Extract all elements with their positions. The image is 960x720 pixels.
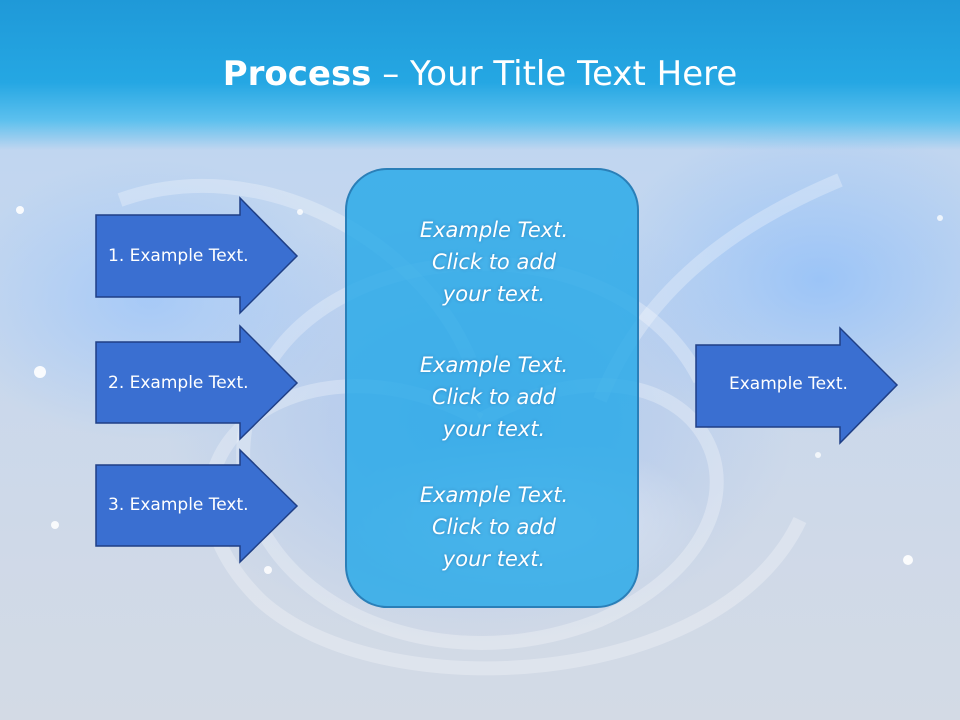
- title-bold-part: Process: [222, 54, 372, 94]
- center-text-line: Example Text.: [419, 353, 569, 377]
- center-text-line: your text.: [442, 417, 546, 441]
- input-arrow-2: 2. Example Text.: [95, 324, 299, 441]
- title-bar: [0, 0, 960, 150]
- center-text-line: your text.: [442, 547, 546, 571]
- input-arrow-3: 3. Example Text.: [95, 448, 299, 564]
- input-arrow-1-label: 1. Example Text.: [108, 246, 249, 266]
- title-rest-part: – Your Title Text Here: [371, 54, 738, 94]
- center-text-line: Click to add: [431, 250, 556, 274]
- page-title: Process – Your Title Text Here: [0, 52, 960, 96]
- center-text-line: Example Text.: [419, 218, 569, 242]
- center-text-line: Example Text.: [419, 483, 569, 507]
- arrow-shape: [95, 196, 299, 315]
- center-text-block-1: Example Text. Click to add your text.: [347, 214, 641, 310]
- center-text-block-3: Example Text. Click to add your text.: [347, 479, 641, 575]
- center-text-block-2: Example Text. Click to add your text.: [347, 349, 641, 445]
- center-text-line: Click to add: [431, 385, 556, 409]
- arrow-shape: [95, 324, 299, 441]
- center-text-line: your text.: [442, 282, 546, 306]
- center-process-box: Example Text. Click to add your text. Ex…: [345, 168, 639, 608]
- input-arrow-1: 1. Example Text.: [95, 196, 299, 315]
- output-arrow: Example Text.: [695, 326, 899, 445]
- center-text-line: Click to add: [431, 515, 556, 539]
- output-arrow-label: Example Text.: [729, 374, 848, 394]
- arrow-shape: [695, 326, 899, 445]
- arrow-shape: [95, 448, 299, 564]
- input-arrow-3-label: 3. Example Text.: [108, 495, 249, 515]
- input-arrow-2-label: 2. Example Text.: [108, 373, 249, 393]
